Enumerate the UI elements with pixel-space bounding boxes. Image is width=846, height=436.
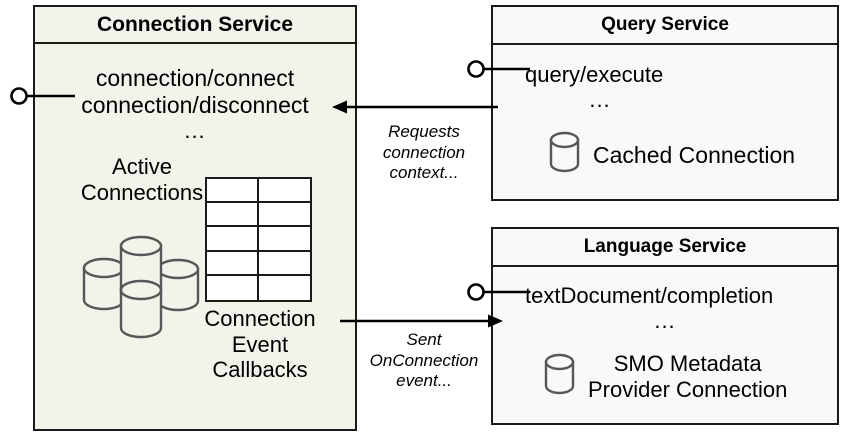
active-connections-label-line: Connections [80,179,204,205]
table-cell [258,203,310,228]
connector-label-line: event... [396,371,452,391]
database-cluster-icon [80,234,205,349]
connector-label-line: OnConnection [369,350,479,370]
operation-list-language-service: textDocument/completion ... [493,283,837,333]
callbacks-label-line: Event [231,331,289,357]
table-cell [207,227,259,252]
provided-interface-socket-query-service[interactable] [465,55,535,88]
table-cell [207,179,259,204]
operation-item: query/execute [525,62,664,87]
component-language-service[interactable]: Language Service textDocument/completion… [491,227,839,425]
database-icon [543,353,576,401]
callbacks-label-line: Connection [204,306,316,331]
table-cell [258,179,310,204]
table-cell [207,275,259,300]
connector-connection-to-language[interactable] [340,308,505,339]
connector-label-line: connection [382,142,466,162]
component-body-query-service: query/execute ... Cached Connection [493,45,837,198]
connector-label-line: Sent [406,330,442,349]
connector-label-line: context... [389,163,459,183]
connector-label-line: Requests [388,122,460,141]
component-connection-service[interactable]: Connection Service connection/connect co… [33,5,357,431]
connection-event-callbacks-label: Connection Event Callbacks [180,306,340,383]
operation-ellipsis: ... [589,86,611,112]
active-connections-label: Active Connections [57,154,227,206]
connector-label-requests-connection-context: Requests connection context... [359,122,489,184]
operation-item: connection/connect [95,65,295,91]
provided-interface-socket-connection-service[interactable] [8,82,78,115]
component-body-connection-service: connection/connect connection/disconnect… [35,44,355,427]
smo-metadata-label: SMO Metadata Provider Connection [588,351,787,402]
connector-query-to-connection[interactable] [330,94,505,125]
active-connections-label-line: Active [112,154,172,179]
operation-ellipsis: ... [184,117,206,143]
component-title-query-service: Query Service [493,7,837,45]
table-cell [258,227,310,252]
table-cell [207,203,259,228]
component-body-language-service: textDocument/completion ... SMO Metadata… [493,267,837,422]
connector-label-sent-onconnection-event: Sent OnConnection event... [355,330,493,392]
provided-interface-socket-language-service[interactable] [465,278,535,311]
operation-item: textDocument/completion [525,283,774,308]
operation-item: connection/disconnect [81,91,309,118]
operation-ellipsis: ... [654,307,676,333]
connection-event-callbacks-table [205,177,312,302]
smo-metadata-label-line: Provider Connection [588,376,788,402]
component-query-service[interactable]: Query Service query/execute ... Cached C… [491,5,839,201]
database-icon [548,131,581,179]
table-cell [207,251,259,276]
cached-connection-label: Cached Connection [593,141,796,168]
callbacks-label-line: Callbacks [212,357,308,383]
operation-list-query-service: query/execute ... [493,62,837,112]
smo-metadata-label-line: SMO Metadata [613,351,762,376]
component-title-language-service: Language Service [493,229,837,267]
operation-list-connection-service: connection/connect connection/disconnect… [35,65,355,143]
table-cell [258,275,310,300]
table-cell [258,251,310,276]
component-title-connection-service: Connection Service [35,7,355,44]
cached-connection-row: Cached Connection [548,131,795,179]
smo-metadata-provider-connection-row: SMO Metadata Provider Connection [543,351,787,402]
